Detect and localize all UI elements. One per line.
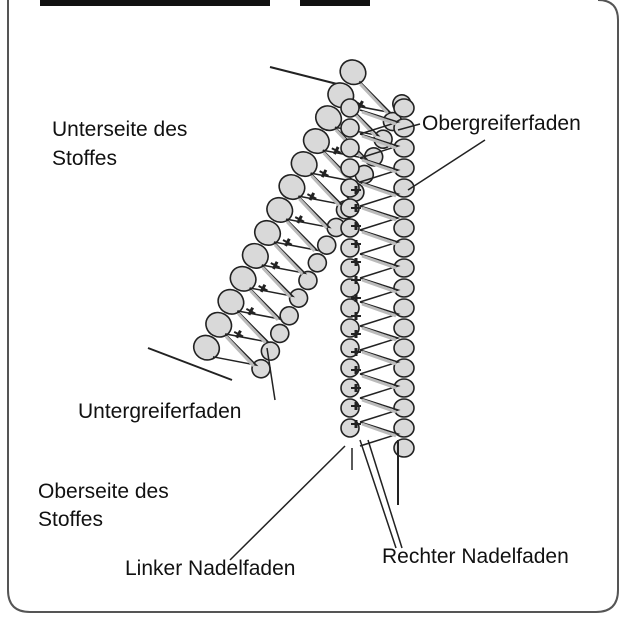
thread-loop [393, 238, 415, 258]
thread-loop [290, 151, 318, 178]
needle-stitch [259, 284, 267, 293]
leader-right-needle-b [367, 439, 403, 549]
thread-loop [393, 198, 415, 218]
needle-stitch [272, 261, 279, 270]
needle-stitch [320, 169, 328, 178]
thread-loop [278, 173, 306, 201]
label-lower-looper: Untergreiferfaden [78, 400, 241, 423]
thread-loop [340, 138, 360, 158]
thread-loop [205, 311, 233, 338]
thread-loop [279, 305, 299, 326]
main-needle-line [351, 186, 361, 428]
thread-loop [339, 59, 367, 86]
thread-loop [393, 318, 415, 338]
zigzag-shadow [361, 110, 397, 438]
thread-loop [393, 218, 415, 238]
thread-loop [393, 278, 415, 298]
label-right-needle: Rechter Nadelfaden [382, 545, 569, 568]
thread-loop [393, 138, 415, 158]
thread-loop [253, 219, 282, 246]
needle-stitch [308, 192, 316, 201]
thread-loop [217, 288, 245, 315]
label-topside-2: Stoffes [38, 508, 103, 531]
fold-left-loops [192, 59, 367, 361]
thread-loop [307, 253, 328, 273]
label-underside-1: Unterseite des [52, 118, 187, 141]
main-zigzag [359, 109, 401, 447]
leader-lines [229, 123, 486, 561]
thread-loop [393, 398, 415, 418]
thread-loop [269, 323, 290, 344]
needle-stitch [247, 307, 255, 316]
thread-loop [340, 158, 360, 178]
thread-loop [314, 105, 343, 132]
thread-loop [192, 334, 221, 361]
thread-loop [393, 418, 415, 438]
thread-loop [340, 98, 360, 118]
fold-needle-line [233, 100, 366, 339]
header-strip [40, 0, 270, 6]
thread-loop [393, 158, 415, 178]
needle-stitch [235, 329, 242, 339]
thread-loop [393, 378, 415, 398]
needle-stitch [296, 215, 303, 224]
main-seam [340, 98, 415, 505]
thread-loop [393, 178, 415, 198]
thread-loop [316, 235, 337, 255]
leader-left-needle [229, 445, 346, 561]
thread-loop [393, 258, 415, 278]
thread-loop [260, 341, 281, 361]
thread-loop [302, 128, 330, 155]
thread-loop [393, 298, 415, 318]
label-underside-2: Stoffes [52, 147, 117, 170]
thread-loop [241, 242, 269, 269]
leader-right-needle-a [359, 439, 397, 549]
panel-frame [7, 0, 619, 613]
main-right-loops [393, 98, 415, 458]
thread-loop [393, 358, 415, 378]
thread-loop [340, 118, 360, 138]
label-left-needle: Linker Nadelfaden [125, 557, 295, 580]
thread-loop [266, 196, 294, 223]
folded-fabric [147, 59, 412, 381]
leader-lower-looper [266, 347, 276, 401]
label-upper-looper: Obergreiferfaden [422, 112, 581, 135]
thread-loop [393, 98, 415, 118]
thread-loop [393, 338, 415, 358]
leader-upper-looper [397, 123, 421, 131]
label-topside-1: Oberseite des [38, 480, 169, 503]
zigzag-thread [359, 109, 401, 447]
needle-stitch [333, 146, 340, 155]
thread-loop [229, 265, 257, 292]
needle-stitch [284, 238, 291, 247]
thread-loop [298, 270, 318, 291]
